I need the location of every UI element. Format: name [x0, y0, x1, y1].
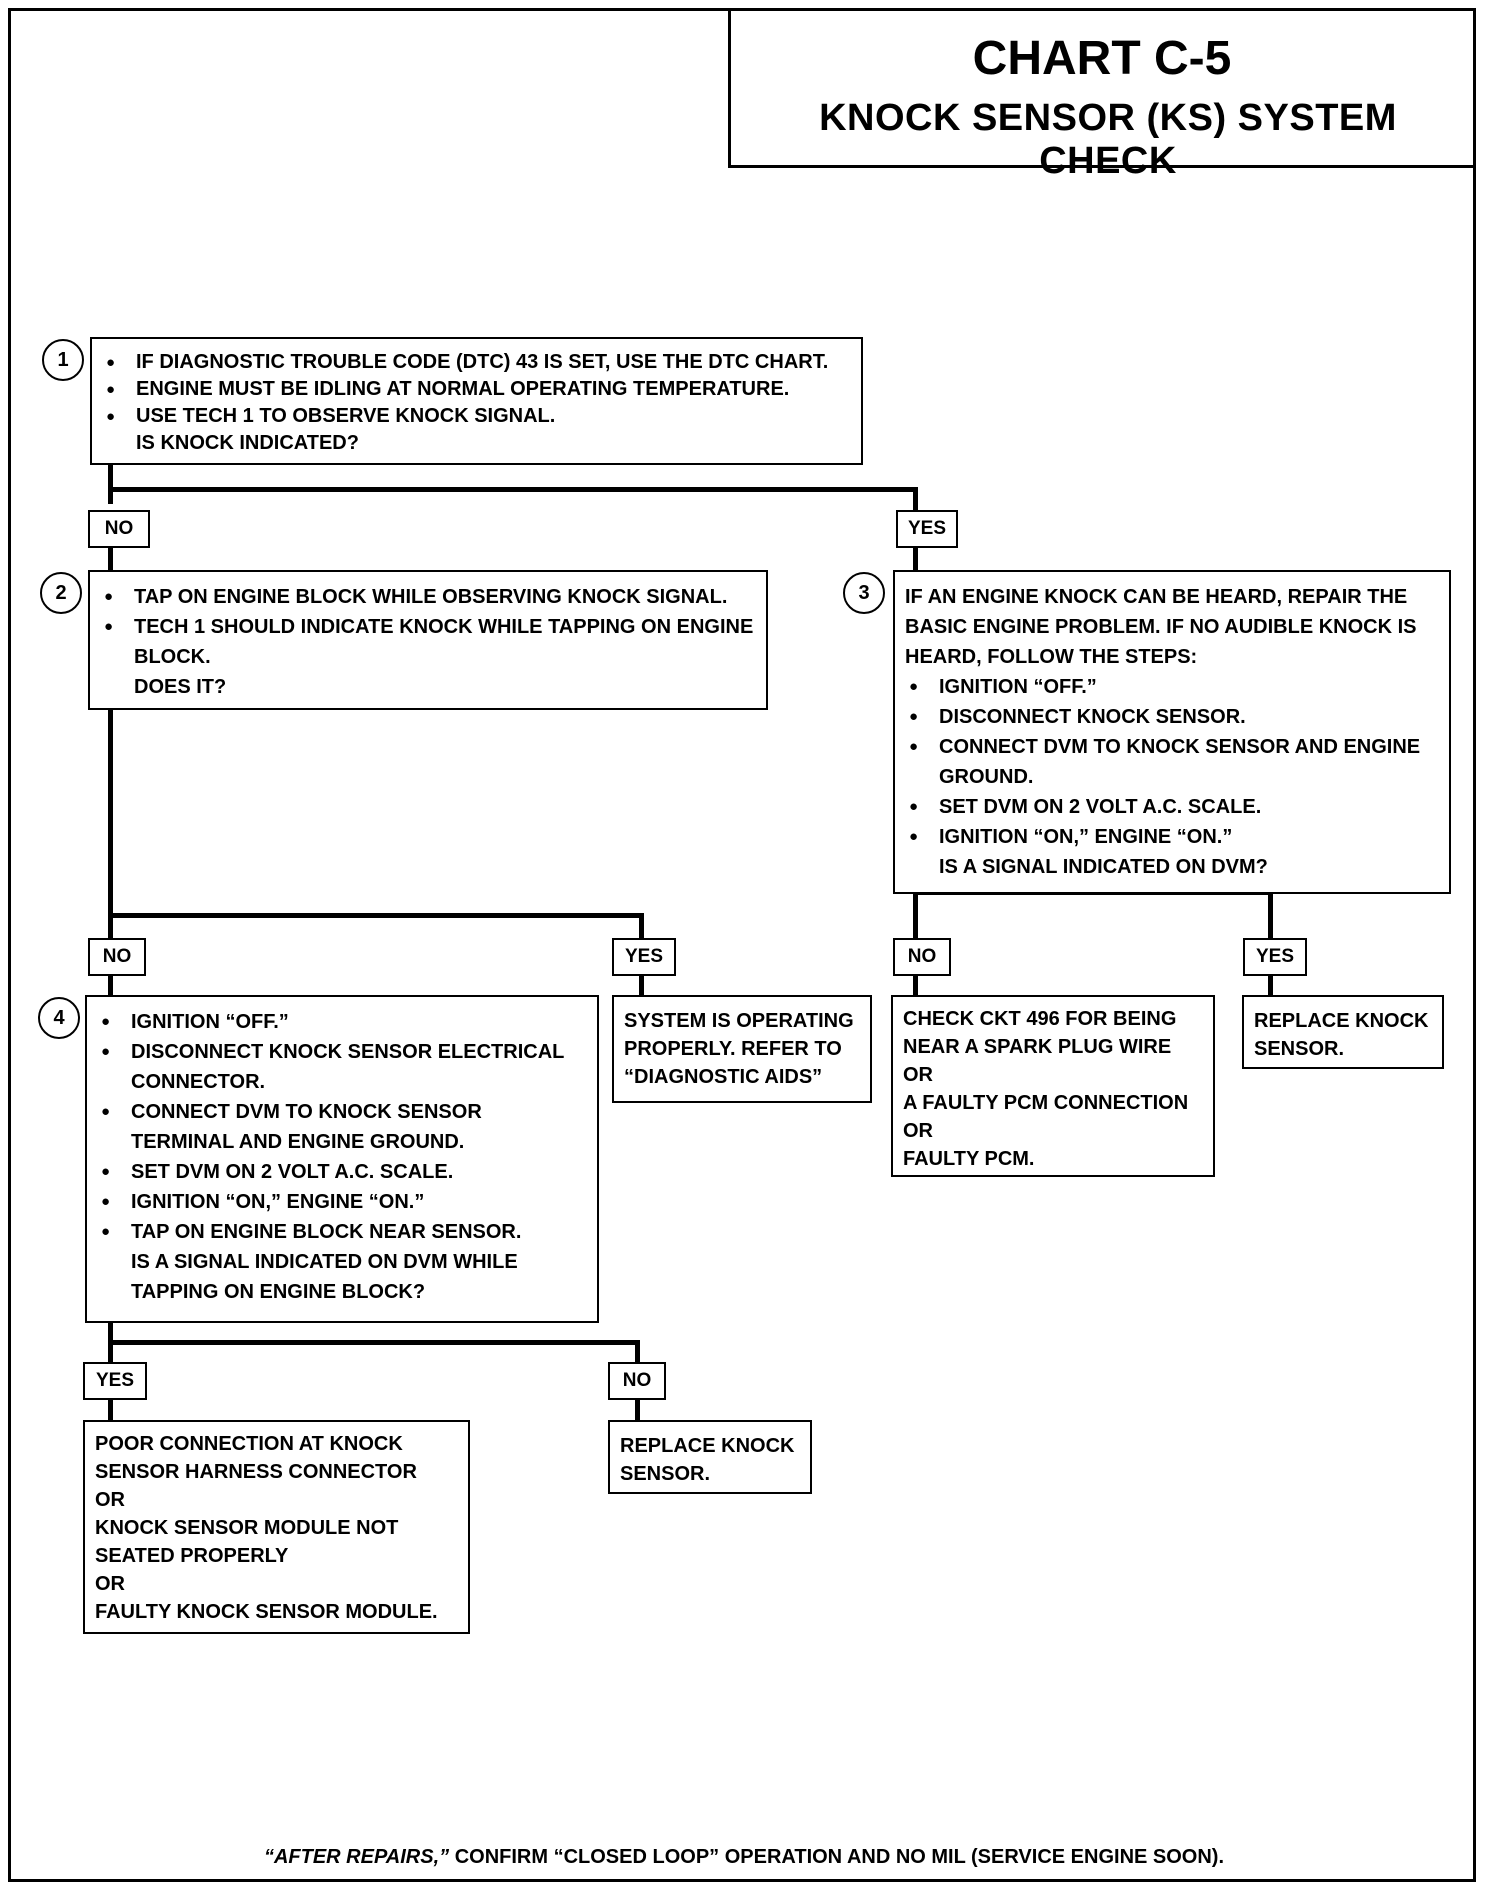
- yes-label: YES: [896, 510, 958, 548]
- step-4-bullet: IGNITION “OFF.”: [97, 1007, 587, 1037]
- check-ckt-496-text: CHECK CKT 496 FOR BEING NEAR A SPARK PLU…: [903, 1008, 1189, 1170]
- step-4-marker: 4: [38, 997, 80, 1039]
- yes-label: YES: [612, 938, 676, 976]
- step-3-bullet: SET DVM ON 2 VOLT A.C. SCALE.: [905, 792, 1439, 822]
- system-ok-box: SYSTEM IS OPERATING PROPERLY. REFER TO “…: [612, 995, 872, 1103]
- replace-knock-sensor-box: REPLACE KNOCK SENSOR.: [608, 1420, 812, 1494]
- step-1-box: IF DIAGNOSTIC TROUBLE CODE (DTC) 43 IS S…: [90, 337, 863, 465]
- step-3-bullet: DISCONNECT KNOCK SENSOR.: [905, 702, 1439, 732]
- step-3-box: IF AN ENGINE KNOCK CAN BE HEARD, REPAIR …: [893, 570, 1451, 894]
- connector-line: [913, 548, 918, 571]
- connector-line: [639, 913, 644, 940]
- connector-line: [639, 976, 644, 996]
- poor-connection-text: POOR CONNECTION AT KNOCK SENSOR HARNESS …: [95, 1433, 438, 1623]
- step-4-bullet: IGNITION “ON,” ENGINE “ON.”: [97, 1187, 587, 1217]
- connector-line: [913, 976, 918, 996]
- step-1-bullet: IF DIAGNOSTIC TROUBLE CODE (DTC) 43 IS S…: [102, 349, 851, 376]
- no-label: NO: [893, 938, 951, 976]
- step-4-bullet: CONNECT DVM TO KNOCK SENSOR TERMINAL AND…: [97, 1097, 587, 1157]
- step-3-bullet: IGNITION “OFF.”: [905, 672, 1439, 702]
- step-4-bullet: TAP ON ENGINE BLOCK NEAR SENSOR.: [97, 1217, 587, 1247]
- connector-line: [108, 708, 113, 940]
- step-4-box: IGNITION “OFF.” DISCONNECT KNOCK SENSOR …: [85, 995, 599, 1323]
- connector-line: [913, 487, 918, 514]
- after-repairs-emphasis: “AFTER REPAIRS,”: [263, 1846, 450, 1868]
- connector-line: [108, 460, 113, 504]
- connector-line: [108, 1400, 113, 1420]
- step-4-question: IS A SIGNAL INDICATED ON DVM WHILE TAPPI…: [131, 1251, 518, 1303]
- step-2-bullet: TECH 1 SHOULD INDICATE KNOCK WHILE TAPPI…: [100, 612, 756, 672]
- step-2-box: TAP ON ENGINE BLOCK WHILE OBSERVING KNOC…: [88, 570, 768, 710]
- connector-line: [1268, 890, 1273, 940]
- step-4-bullet: SET DVM ON 2 VOLT A.C. SCALE.: [97, 1157, 587, 1187]
- connector-line: [108, 913, 644, 918]
- step-1-question: IS KNOCK INDICATED?: [136, 432, 359, 454]
- chart-title: CHART C-5: [972, 32, 1232, 85]
- step-1-marker: 1: [42, 339, 84, 381]
- connector-line: [1268, 976, 1273, 996]
- chart-subtitle: KNOCK SENSOR (KS) SYSTEM CHECK: [819, 97, 1397, 182]
- step-3-intro: IF AN ENGINE KNOCK CAN BE HEARD, REPAIR …: [905, 586, 1417, 668]
- no-label: NO: [88, 938, 146, 976]
- connector-line: [635, 1340, 640, 1365]
- step-4-bullet: DISCONNECT KNOCK SENSOR ELECTRICAL CONNE…: [97, 1037, 587, 1097]
- connector-line: [108, 487, 918, 492]
- step-2-question: DOES IT?: [134, 676, 227, 698]
- connector-line: [108, 548, 113, 571]
- no-label: NO: [88, 510, 150, 548]
- no-label: NO: [608, 1362, 666, 1400]
- title-block: CHART C-5 KNOCK SENSOR (KS) SYSTEM CHECK: [728, 8, 1476, 182]
- step-2-marker: 2: [40, 572, 82, 614]
- step-3-bullet: IGNITION “ON,” ENGINE “ON.”: [905, 822, 1439, 852]
- step-3-question: IS A SIGNAL INDICATED ON DVM?: [939, 856, 1268, 878]
- connector-line: [635, 1400, 640, 1420]
- connector-line: [913, 890, 918, 940]
- step-2-bullet: TAP ON ENGINE BLOCK WHILE OBSERVING KNOC…: [100, 582, 756, 612]
- check-ckt-496-box: CHECK CKT 496 FOR BEING NEAR A SPARK PLU…: [891, 995, 1215, 1177]
- connector-line: [108, 976, 113, 996]
- system-ok-text: SYSTEM IS OPERATING PROPERLY. REFER TO “…: [624, 1010, 854, 1088]
- step-3-marker: 3: [843, 572, 885, 614]
- yes-label: YES: [1243, 938, 1307, 976]
- replace-knock-sensor-text: REPLACE KNOCK SENSOR.: [620, 1435, 795, 1485]
- step-3-bullet: CONNECT DVM TO KNOCK SENSOR AND ENGINE G…: [905, 732, 1439, 792]
- replace-knock-sensor-text: REPLACE KNOCK SENSOR.: [1254, 1010, 1429, 1060]
- replace-knock-sensor-box: REPLACE KNOCK SENSOR.: [1242, 995, 1444, 1069]
- after-repairs-text: CONFIRM “CLOSED LOOP” OPERATION AND NO M…: [449, 1846, 1225, 1868]
- poor-connection-box: POOR CONNECTION AT KNOCK SENSOR HARNESS …: [83, 1420, 470, 1634]
- step-1-bullet: ENGINE MUST BE IDLING AT NORMAL OPERATIN…: [102, 376, 851, 403]
- connector-line: [108, 1340, 640, 1345]
- after-repairs-note: “AFTER REPAIRS,” CONFIRM “CLOSED LOOP” O…: [40, 1846, 1448, 1869]
- yes-label: YES: [83, 1362, 147, 1400]
- step-1-bullet: USE TECH 1 TO OBSERVE KNOCK SIGNAL.: [102, 403, 851, 430]
